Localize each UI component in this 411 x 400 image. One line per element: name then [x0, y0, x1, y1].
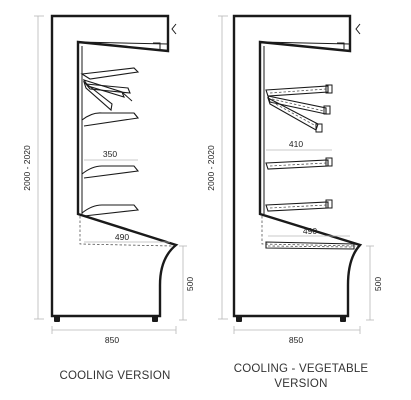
right-shelf-1 — [265, 84, 333, 133]
left-shelf-dim: 350 — [103, 149, 117, 159]
right-shelf-3 — [265, 199, 333, 212]
left-shelf-3: 350 — [81, 149, 140, 179]
right-shelf-dim: 410 — [289, 139, 303, 149]
left-floor-well: 490 — [79, 216, 173, 247]
left-shelf-4 — [81, 204, 140, 217]
right-floor-well: 490 — [261, 216, 357, 250]
left-foot-back — [152, 316, 158, 322]
cooling-version-drawing: 2000 - 2020 350 — [22, 14, 195, 345]
right-caption-line1: COOLING - VEGETABLE — [233, 363, 369, 375]
vegetable-version-drawing: 2000 - 2020 410 — [206, 14, 383, 345]
left-height-label: 2000 - 2020 — [22, 145, 32, 191]
right-base-label: 500 — [373, 277, 383, 291]
left-foot-front — [54, 316, 60, 322]
left-shelf-2 — [81, 112, 140, 127]
right-floor-dim: 490 — [303, 226, 317, 236]
right-foot-front — [236, 316, 242, 322]
right-cabinet-outline — [232, 14, 363, 318]
left-caption: COOLING VERSION — [50, 370, 180, 382]
right-caption-line2: VERSION — [274, 378, 328, 390]
right-foot-back — [340, 316, 346, 322]
left-floor-dim: 490 — [115, 232, 129, 242]
left-base-label: 500 — [185, 277, 195, 291]
right-shelf-2: 410 — [265, 139, 333, 170]
right-height-label: 2000 - 2020 — [206, 145, 216, 191]
left-caption-text: COOLING VERSION — [59, 370, 171, 382]
right-caption: COOLING - VEGETABLE VERSION — [226, 362, 376, 392]
left-shelf-1 — [80, 67, 140, 112]
right-light-icon — [355, 23, 361, 35]
left-width-label: 850 — [105, 335, 119, 345]
right-width-label: 850 — [289, 335, 303, 345]
left-light-icon — [171, 23, 177, 35]
